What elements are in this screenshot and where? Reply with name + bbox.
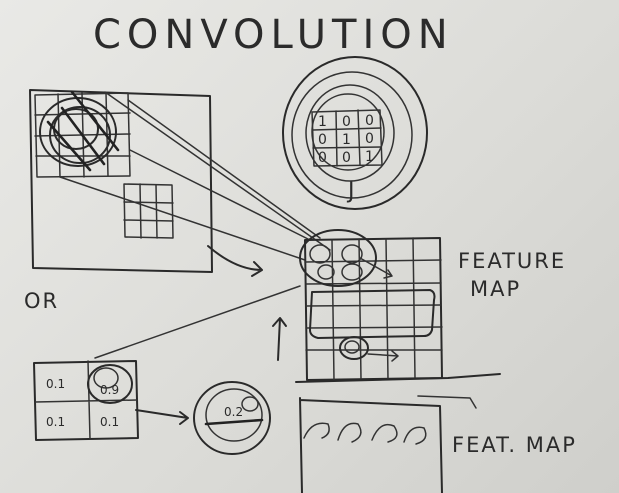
kernel-cell: 0 [342,114,351,130]
feature-map-label-line2: MAP [470,277,521,301]
pooled-value: 0.2 [224,405,243,419]
kernel-cell: 0 [365,113,374,129]
small-kernel-cell: 0.1 [46,377,65,391]
receptive-field-grid [34,90,131,178]
kernel-cell: 0 [342,150,351,166]
projection-lines [59,91,331,261]
input-image [29,89,213,273]
kernel-cell: 1 [318,114,327,130]
pool-arrow [135,409,189,425]
small-kernel-cell: 0.1 [100,415,119,429]
kernel-cells: 1 0 0 0 1 0 0 0 1 [318,113,374,166]
feature-map [295,229,501,409]
kernel-caption: J [346,179,355,204]
small-kernel-cell: 0.1 [46,415,65,429]
title: CONVOLUTION [93,12,454,58]
pooled-circle: 0.2 [193,381,271,455]
small-grid [123,183,174,239]
or-label: OR [24,289,59,313]
small-kernel-cell: 0.9 [100,383,119,397]
kernel-cell: 1 [342,132,351,148]
kernel-diagram: 1 0 0 0 1 0 0 0 1 J [282,56,428,210]
kernel-cell: 0 [318,150,327,166]
feat-map-label: FEAT. MAP [452,433,577,457]
kernel-cell: 1 [365,149,374,165]
kernel-cell: 0 [318,132,327,148]
small-kernel: 0.1 0.9 0.1 0.1 [33,285,301,441]
feature-map-label-line1: FEATURE [458,249,566,273]
kernel-cell: 0 [365,131,374,147]
bottom-feature-map [299,397,443,493]
arrows [207,245,287,361]
